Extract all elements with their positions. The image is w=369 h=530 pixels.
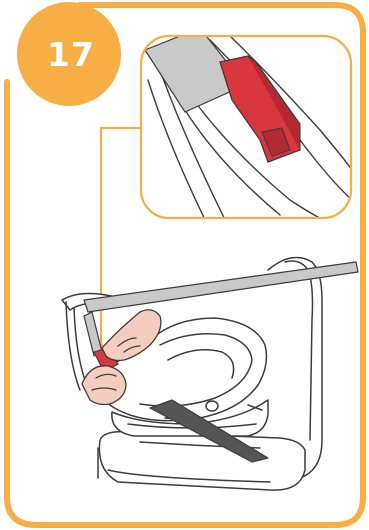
step-number: 17 [22, 18, 120, 90]
lower-hand [82, 366, 126, 405]
callout-connector [101, 128, 140, 345]
detail-inset [141, 28, 352, 240]
